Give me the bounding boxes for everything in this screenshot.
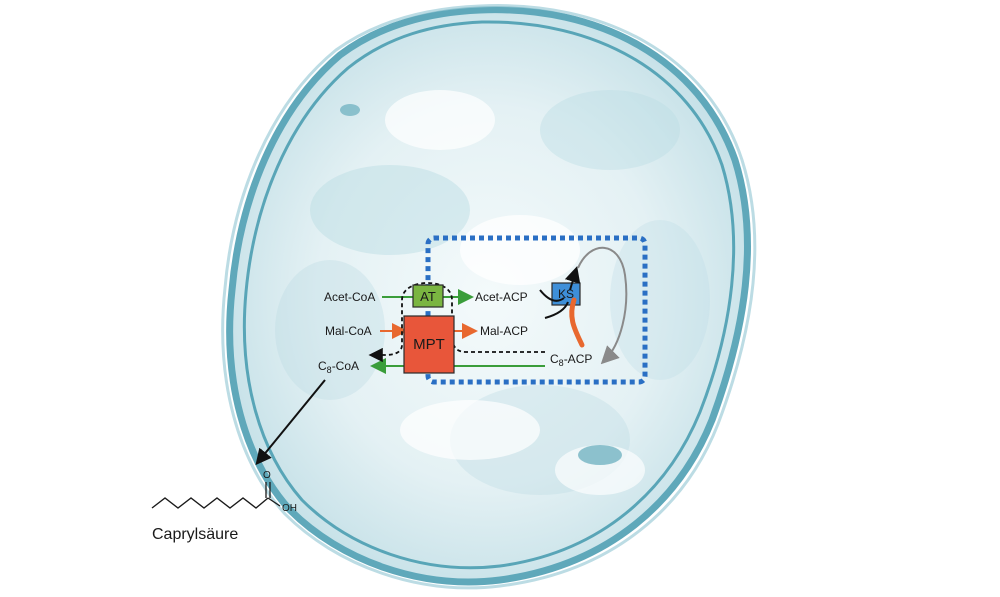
- cell-inner-wall: [242, 20, 736, 570]
- vacuole: [400, 400, 540, 460]
- vacuole: [385, 90, 495, 150]
- hydroxyl-bond: [267, 497, 281, 507]
- enzyme-label-ks: KS: [557, 287, 574, 301]
- cell-membrane: [226, 6, 751, 586]
- cytoplasm-region: [275, 260, 385, 400]
- vacuole: [460, 215, 580, 285]
- cytoplasm-region: [540, 90, 680, 170]
- label-c8-acp: C8-ACP: [550, 352, 593, 368]
- dark-spot: [340, 104, 360, 116]
- carbon-chain: [151, 497, 269, 509]
- atom-label-oh: OH: [282, 503, 297, 514]
- vacuole: [555, 445, 645, 495]
- enzyme-label-at: AT: [420, 288, 436, 304]
- cytoplasm-region: [610, 220, 710, 380]
- cell-outer-halo: [221, 4, 757, 590]
- label-c8-coa: C8-CoA: [318, 359, 360, 375]
- arrow-mal-acp-to-ks: [544, 301, 569, 319]
- product-name-caprylic-acid: Caprylsäure: [152, 526, 239, 543]
- dashed-path-transfer: [368, 282, 545, 363]
- enzyme-label-mpt: MPT: [413, 336, 445, 353]
- label-mal-coa: Mal-CoA: [325, 324, 372, 338]
- at-enzyme-box: [412, 284, 444, 308]
- caprylic-acid-structure: [151, 482, 281, 509]
- peroxisome-compartment: [425, 235, 648, 385]
- label-acet-acp: Acet-ACP: [475, 290, 528, 304]
- cell: [221, 4, 757, 590]
- arrow-ks-up: [564, 266, 581, 291]
- label-mal-acp: Mal-ACP: [480, 324, 529, 338]
- dark-spot: [578, 445, 622, 465]
- arrow-export-to-product: [255, 379, 326, 466]
- label-acet-coa: Acet-CoA: [324, 290, 376, 304]
- atom-label-o: O: [263, 470, 271, 481]
- orange-curve-ks: [569, 297, 585, 348]
- arrow-acet-acp-to-ks: [539, 289, 565, 302]
- cytoplasm-region: [310, 165, 470, 255]
- mpt-enzyme-box: [403, 315, 455, 374]
- gray-cycle-arrow: [577, 246, 628, 365]
